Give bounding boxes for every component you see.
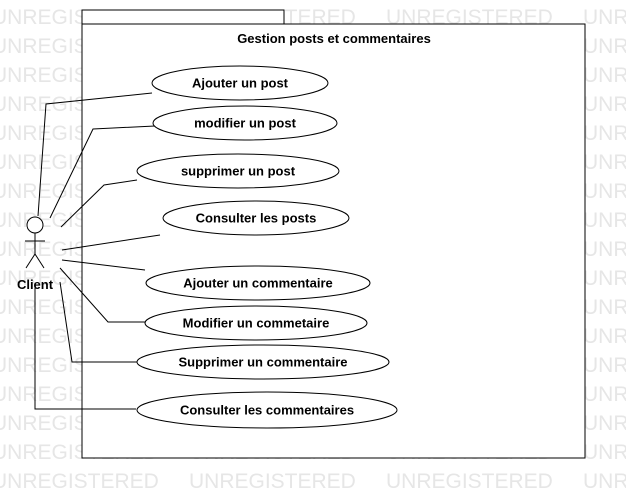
use-case[interactable]: modifier un post xyxy=(152,105,338,141)
use-case-label: Supprimer un commentaire xyxy=(178,355,347,370)
watermark-text: UNREGISTERED xyxy=(583,296,626,319)
actor-name: Client xyxy=(17,277,54,292)
system-title: Gestion posts et commentaires xyxy=(237,31,431,46)
watermark-text: UNREGISTERED xyxy=(583,470,626,493)
use-case-label: Ajouter un commentaire xyxy=(183,276,333,291)
actor-head xyxy=(26,216,44,234)
watermark-text: UNREGISTERED xyxy=(583,151,626,174)
watermark-text: UNREGISTERED xyxy=(583,412,626,435)
use-case[interactable]: Ajouter un post xyxy=(151,65,329,101)
watermark-text: UNREGISTERED xyxy=(583,209,626,232)
use-case-ellipse xyxy=(136,391,398,429)
association-line xyxy=(59,281,137,363)
association-line xyxy=(37,92,153,217)
watermark-text: UNREGISTERED xyxy=(583,267,626,290)
use-case-label: supprimer un post xyxy=(181,164,296,179)
use-case-ellipse xyxy=(162,200,350,236)
use-case[interactable]: supprimer un post xyxy=(136,153,340,189)
use-case-ellipse xyxy=(136,153,340,189)
use-case[interactable]: Ajouter un commentaire xyxy=(145,265,371,301)
use-case[interactable]: Consulter les commentaires xyxy=(136,391,398,429)
use-case-label: Ajouter un post xyxy=(192,76,289,91)
actor-left-leg xyxy=(25,253,36,269)
watermark-text: UNREGISTERED xyxy=(583,6,626,29)
watermark-text: UNREGISTERED xyxy=(583,122,626,145)
association-line xyxy=(60,179,138,228)
watermark-text: UNREGISTERED xyxy=(583,180,626,203)
watermark-text: UNREGISTERED xyxy=(583,383,626,406)
use-case-label: Consulter les commentaires xyxy=(180,403,354,418)
boundary-frame xyxy=(81,23,586,459)
use-case-label: Modifier un commetaire xyxy=(183,316,330,331)
use-case[interactable]: Supprimer un commentaire xyxy=(136,344,390,380)
actor-client[interactable]: Client xyxy=(17,216,54,292)
use-case-ellipse xyxy=(145,265,371,301)
watermark-text: UNREGISTERED xyxy=(583,354,626,377)
system-boundary: Gestion posts et commentaires xyxy=(81,9,586,459)
watermark-text: UNREGISTERED xyxy=(583,93,626,116)
use-case-ellipse xyxy=(144,305,368,341)
boundary-tab xyxy=(81,9,285,25)
use-case-ellipse xyxy=(152,105,338,141)
watermark-text: UNREGISTERED xyxy=(583,64,626,87)
watermark-text: UNREGISTERED xyxy=(583,441,626,464)
watermark-text: UNREGISTERED xyxy=(0,470,159,493)
use-case[interactable]: Modifier un commetaire xyxy=(144,305,368,341)
use-case-label: modifier un post xyxy=(194,116,297,131)
use-case-label: Consulter les posts xyxy=(196,211,317,226)
watermark-text: UNREGISTERED xyxy=(386,470,553,493)
association-line xyxy=(34,288,136,410)
use-case[interactable]: Consulter les posts xyxy=(162,200,350,236)
watermark-text: UNREGISTERED xyxy=(189,470,356,493)
use-case-ellipse xyxy=(136,344,390,380)
association-line xyxy=(59,267,145,323)
association-lines xyxy=(34,92,161,410)
association-line xyxy=(49,125,156,219)
actor-right-leg xyxy=(34,253,45,269)
association-line xyxy=(61,234,161,251)
use-cases: Ajouter un post modifier un post supprimer… xyxy=(136,65,398,429)
watermark-text: UNREGISTERED xyxy=(583,238,626,261)
use-case-ellipse xyxy=(151,65,329,101)
association-line xyxy=(61,259,146,271)
watermark-text: UNREGISTERED xyxy=(583,325,626,348)
watermark-text: UNREGISTERED xyxy=(386,6,553,29)
watermark-text: UNREGISTERED xyxy=(583,35,626,58)
